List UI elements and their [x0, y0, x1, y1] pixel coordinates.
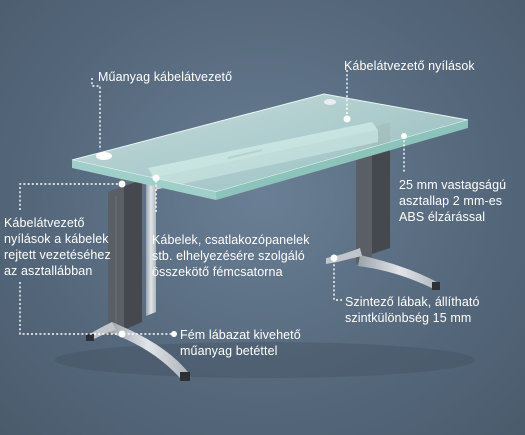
middle-leg [146, 174, 156, 316]
label-metal-base: Fém lábazat kivehető műanyag betéttel [180, 327, 301, 359]
right-leg [326, 122, 440, 290]
label-metal-base-line-1: Fém lábazat kivehető [180, 328, 301, 342]
label-leg-openings-line-1: Kábelátvezető [4, 216, 85, 230]
label-leg-openings-line-3: rejtett vezetéséhez [4, 248, 111, 262]
label-leveling-feet: Szintező lábak, állítható szintkülönbség… [345, 294, 480, 326]
label-cable-tray-line-2: stb. elhelyezésére szolgáló [152, 249, 305, 263]
leader-lines [19, 70, 405, 335]
right-leg-foot [432, 282, 440, 290]
label-cable-tray-line-1: Kábelek, csatlakozópanelek [152, 233, 310, 247]
leader-dots [100, 115, 407, 338]
label-tabletop: 25 mm vastagságú asztallap 2 mm-es ABS é… [399, 177, 506, 225]
label-cable-tray: Kábelek, csatlakozópanelek stb. elhelyez… [152, 232, 310, 280]
left-leg [86, 180, 190, 381]
label-leg-openings-line-2: nyílások a kábelek [4, 232, 109, 246]
label-tabletop-line-1: 25 mm vastagságú [399, 178, 507, 192]
label-metal-base-line-2: műanyag betéttel [180, 344, 278, 358]
label-leveling-feet-line-1: Szintező lábak, állítható [345, 295, 480, 309]
label-tabletop-line-2: asztallap 2 mm-es [399, 194, 503, 208]
left-leg-foot [180, 372, 190, 381]
glass-tabletop [71, 93, 469, 200]
label-cable-openings: Kábelátvezető nyílások [344, 58, 475, 74]
label-leveling-feet-line-2: szintkülönbség 15 mm [345, 311, 472, 325]
label-tabletop-line-3: ABS élzárással [399, 210, 486, 224]
label-cable-tray-line-3: összekötő fémcsatorna [152, 265, 283, 279]
label-cable-openings-text: Kábelátvezető nyílások [344, 59, 475, 73]
label-plastic-grommet-text: Műanyag kábelátvezető [98, 70, 233, 84]
label-plastic-grommet: Műanyag kábelátvezető [98, 69, 232, 85]
cable-opening [324, 99, 336, 105]
label-leg-openings: Kábelátvezető nyílások a kábelek rejtett… [4, 215, 111, 279]
label-leg-openings-line-4: az asztallábban [4, 264, 93, 278]
